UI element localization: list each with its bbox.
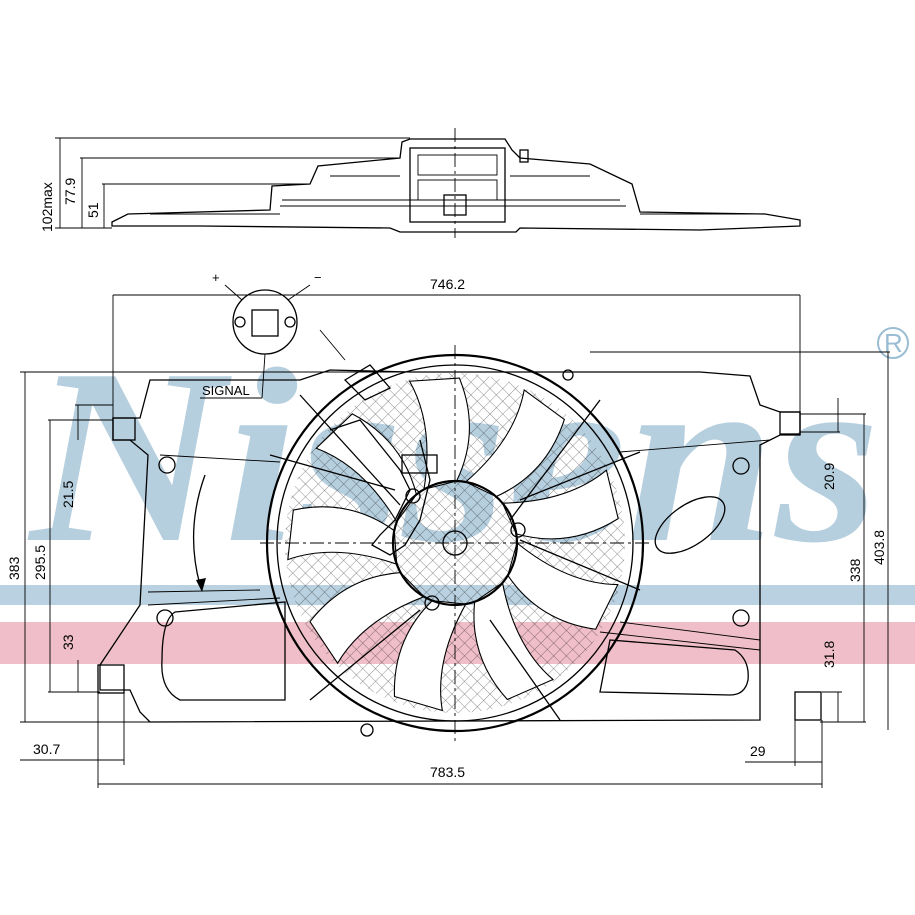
fan-blade: [393, 600, 467, 712]
dim-383: 383: [6, 556, 22, 580]
lower-channel-right: [599, 639, 749, 696]
fan-blade: [408, 377, 470, 491]
connector-right: [779, 411, 801, 435]
wire-harness: [329, 419, 431, 556]
wire-clip: [401, 454, 438, 474]
mount-hole-top-right: [732, 457, 750, 475]
plug-face: [251, 309, 279, 337]
dim-783-5: 783.5: [430, 764, 465, 780]
mount-hole-top-left: [158, 456, 176, 474]
fan-blade: [501, 469, 619, 540]
dim-33: 33: [60, 634, 76, 650]
fan-blade: [287, 506, 398, 565]
dim-31-8: 31.8: [821, 641, 837, 668]
motor-body: [409, 147, 506, 223]
leader-plus: [224, 284, 243, 301]
motor-coil-top: [417, 154, 498, 176]
leader-signal: [261, 353, 266, 399]
fan-blade: [507, 542, 619, 630]
side-view-dimensions: 102max 77.9 51: [39, 137, 410, 232]
rotation-arrow: [192, 474, 206, 586]
dim-77-9: 77.9: [62, 178, 78, 205]
side-view: [111, 128, 801, 238]
shroud-outline: [99, 369, 801, 723]
dim-29: 29: [750, 743, 766, 759]
motor-clip: [519, 149, 529, 163]
rotation-arrowhead: [196, 578, 206, 592]
minus-label: −: [314, 270, 322, 285]
dim-20-9: 20.9: [821, 463, 837, 490]
hub-bolt-2: [510, 522, 526, 538]
dim-403-8: 403.8: [871, 530, 887, 565]
dim-746-2: 746.2: [430, 276, 465, 292]
plug-pin-left: [234, 316, 246, 328]
fan-spokes: [269, 394, 641, 721]
leader-plug-to-connector: [319, 329, 346, 361]
dim-30-7: 30.7: [33, 741, 60, 757]
fan-blade: [464, 388, 566, 498]
connector-left: [112, 417, 136, 441]
dim-51: 51: [85, 202, 101, 218]
foot-right: [794, 691, 822, 721]
side-view-outline: [111, 138, 801, 233]
hub-bolt-3: [424, 595, 440, 611]
front-view-dimensions: 746.2 383 295.5 21.5 33 20.9 338 403.8: [6, 276, 890, 788]
hub-bolt-1: [405, 488, 421, 504]
mount-hole-top: [562, 369, 574, 381]
signal-label: SIGNAL: [202, 383, 250, 398]
leader-minus: [287, 284, 311, 301]
foot-left: [97, 664, 125, 694]
fan-blade: [309, 572, 425, 665]
dim-102max: 102max: [39, 182, 55, 232]
mount-hole-bottom-left: [156, 609, 174, 627]
registered-mark: [877, 327, 909, 359]
lower-channel-left: [161, 601, 286, 701]
fan-blade: [473, 581, 555, 701]
motor-coil-bottom: [417, 179, 498, 201]
mount-hole-bottom-right: [732, 609, 750, 627]
plus-label: +: [212, 270, 220, 285]
front-view: + − SIGNAL: [97, 270, 822, 745]
shroud-ribs: [147, 439, 771, 651]
dim-295-5: 295.5: [32, 545, 48, 580]
mount-hole-bottom: [360, 723, 374, 737]
registered-mark-r: R: [884, 328, 903, 358]
dim-338: 338: [847, 558, 863, 582]
dim-21-5: 21.5: [60, 481, 76, 508]
connector-housing: [343, 364, 392, 401]
motor-shaft: [443, 194, 467, 216]
plug-pin-right: [284, 316, 296, 328]
slot-right: [654, 496, 726, 554]
